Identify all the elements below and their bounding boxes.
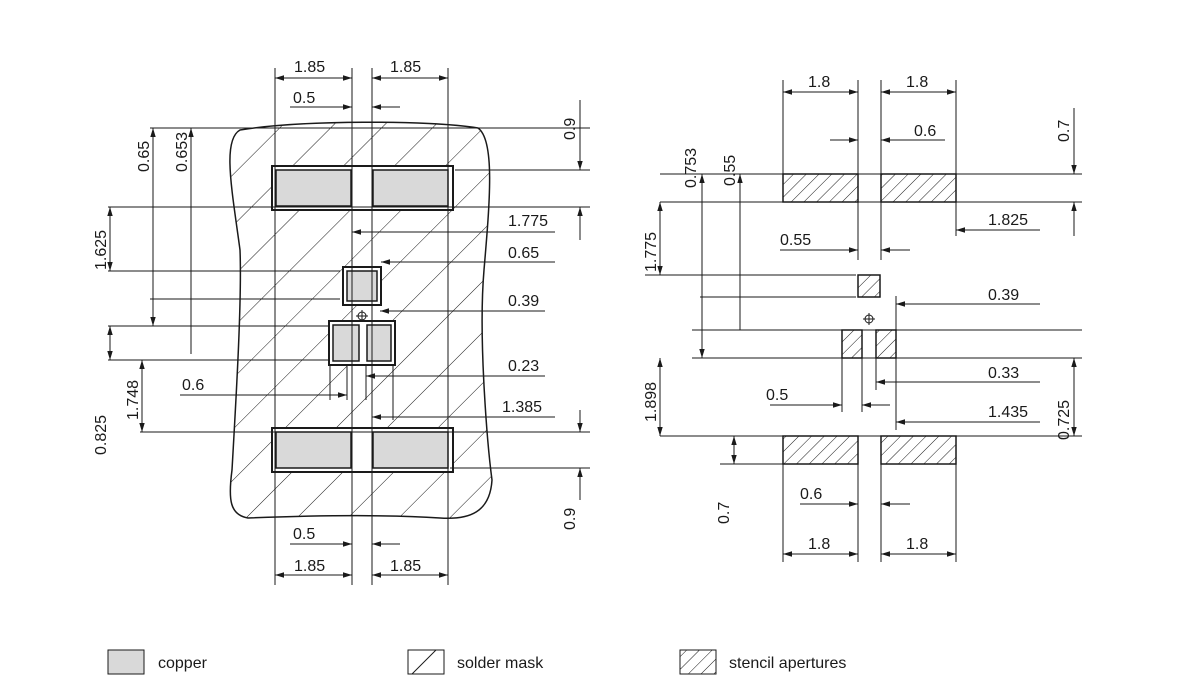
stencil-aperture-center-small: [857, 274, 881, 298]
dim-label: 1.825: [988, 212, 1028, 229]
dim-label: 0.5: [293, 90, 315, 107]
legend-copper-swatch: [107, 649, 145, 675]
dim-label: 0.653: [174, 132, 191, 172]
copper-pad-dual-left: [332, 324, 360, 362]
stencil-aperture-dual-right: [875, 329, 897, 359]
dim-label: 0.6: [914, 123, 936, 140]
copper-pad-dual-right: [366, 324, 392, 362]
origin-marker-icon: [356, 310, 368, 322]
copper-pad-bottom-left: [275, 431, 352, 469]
copper-pad-bottom-right: [372, 431, 449, 469]
dim-label: 0.753: [683, 148, 700, 188]
dim-label: 1.385: [502, 399, 542, 416]
dim-label: 1.8: [906, 74, 928, 91]
dim-label: 0.65: [136, 141, 153, 172]
copper-pad-top-right: [372, 169, 449, 207]
dim-label: 1.775: [508, 213, 548, 230]
dim-label: 0.55: [780, 232, 811, 249]
left-view: 1.85 1.85 0.5 0.9 0.65 0.653 1.775 1.625…: [93, 59, 590, 585]
legend: copper solder mask stencil apertures: [107, 649, 846, 675]
dim-label: 1.85: [294, 558, 325, 575]
dim-label: 0.65: [508, 245, 539, 262]
left-extension-lines: [108, 68, 590, 585]
stencil-aperture-top-left: [782, 173, 859, 203]
dim-label: 0.7: [716, 502, 733, 524]
legend-stencil-swatch: [679, 649, 717, 675]
stencil-aperture-top-right: [880, 173, 957, 203]
dim-label: 0.39: [508, 293, 539, 310]
dim-label: 0.23: [508, 358, 539, 375]
left-dimension-lines: [107, 75, 583, 578]
dim-label: 0.55: [722, 155, 739, 186]
dim-label: 0.9: [562, 508, 579, 530]
dim-label: 0.33: [988, 365, 1019, 382]
dim-label: 0.6: [800, 486, 822, 503]
origin-marker-icon: [863, 313, 875, 325]
right-dimension-lines: [657, 89, 1077, 557]
right-view: 1.8 1.8 0.6 0.7 0.753 0.55 1.825 1.775 0…: [643, 74, 1082, 562]
dim-label: 1.85: [390, 59, 421, 76]
dim-label: 1.8: [808, 536, 830, 553]
dim-label: 0.39: [988, 287, 1019, 304]
dim-label: 1.625: [93, 230, 110, 270]
legend-copper-label: copper: [158, 655, 208, 672]
dim-label: 0.5: [293, 526, 315, 543]
legend-solder-mask-label: solder mask: [457, 655, 544, 672]
right-extension-lines: [645, 80, 1082, 562]
dim-label: 0.7: [1056, 120, 1073, 142]
dim-label: 1.898: [643, 382, 660, 422]
dim-label: 0.9: [562, 118, 579, 140]
dim-label: 1.748: [125, 380, 142, 420]
stencil-aperture-bottom-right: [880, 435, 957, 465]
stencil-aperture-dual-left: [841, 329, 863, 359]
dim-label: 0.6: [182, 377, 204, 394]
dim-label: 1.85: [390, 558, 421, 575]
legend-solder-mask-swatch: [407, 649, 445, 675]
dim-label: 1.8: [906, 536, 928, 553]
dim-label: 1.435: [988, 404, 1028, 421]
stencil-aperture-bottom-left: [782, 435, 859, 465]
dim-label: 0.5: [766, 387, 788, 404]
dim-label: 0.825: [93, 415, 110, 455]
copper-pad-top-left: [275, 169, 352, 207]
dim-label: 1.775: [643, 232, 660, 272]
legend-stencil-label: stencil apertures: [729, 655, 846, 672]
dim-label: 0.725: [1056, 400, 1073, 440]
dim-label: 1.85: [294, 59, 325, 76]
dim-label: 1.8: [808, 74, 830, 91]
